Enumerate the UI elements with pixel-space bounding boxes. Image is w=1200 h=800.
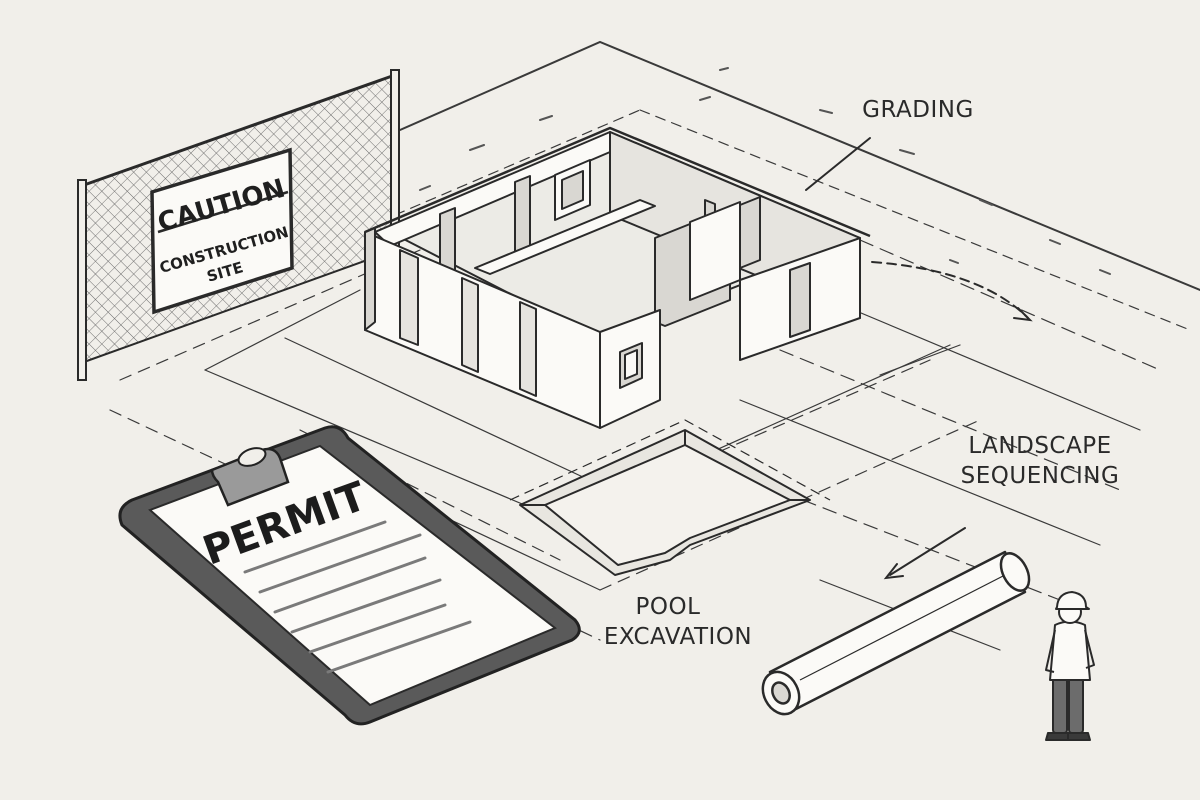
pool-excavation bbox=[509, 419, 831, 576]
annotation-labels: GRADING LANDSCAPE SEQUENCING POOL EXCAVA… bbox=[604, 97, 1119, 650]
label-landscape-line-2: SEQUENCING bbox=[961, 463, 1120, 489]
label-pool-line-2: EXCAVATION bbox=[604, 624, 752, 650]
site-grid bbox=[109, 40, 1200, 651]
house-framing bbox=[364, 126, 871, 429]
label-landscape-line-1: LANDSCAPE bbox=[968, 433, 1111, 459]
leader-lines bbox=[805, 137, 1033, 580]
construction-worker-icon bbox=[1045, 591, 1095, 741]
permit-text-lines bbox=[243, 520, 472, 674]
caution-sign: CAUTION CONSTRUCTION SITE bbox=[150, 147, 294, 315]
label-pool-line-1: POOL bbox=[636, 594, 701, 620]
permit-clipboard: PERMIT bbox=[118, 425, 581, 726]
rolled-blueprint bbox=[761, 550, 1031, 716]
label-grading: GRADING bbox=[862, 97, 974, 123]
